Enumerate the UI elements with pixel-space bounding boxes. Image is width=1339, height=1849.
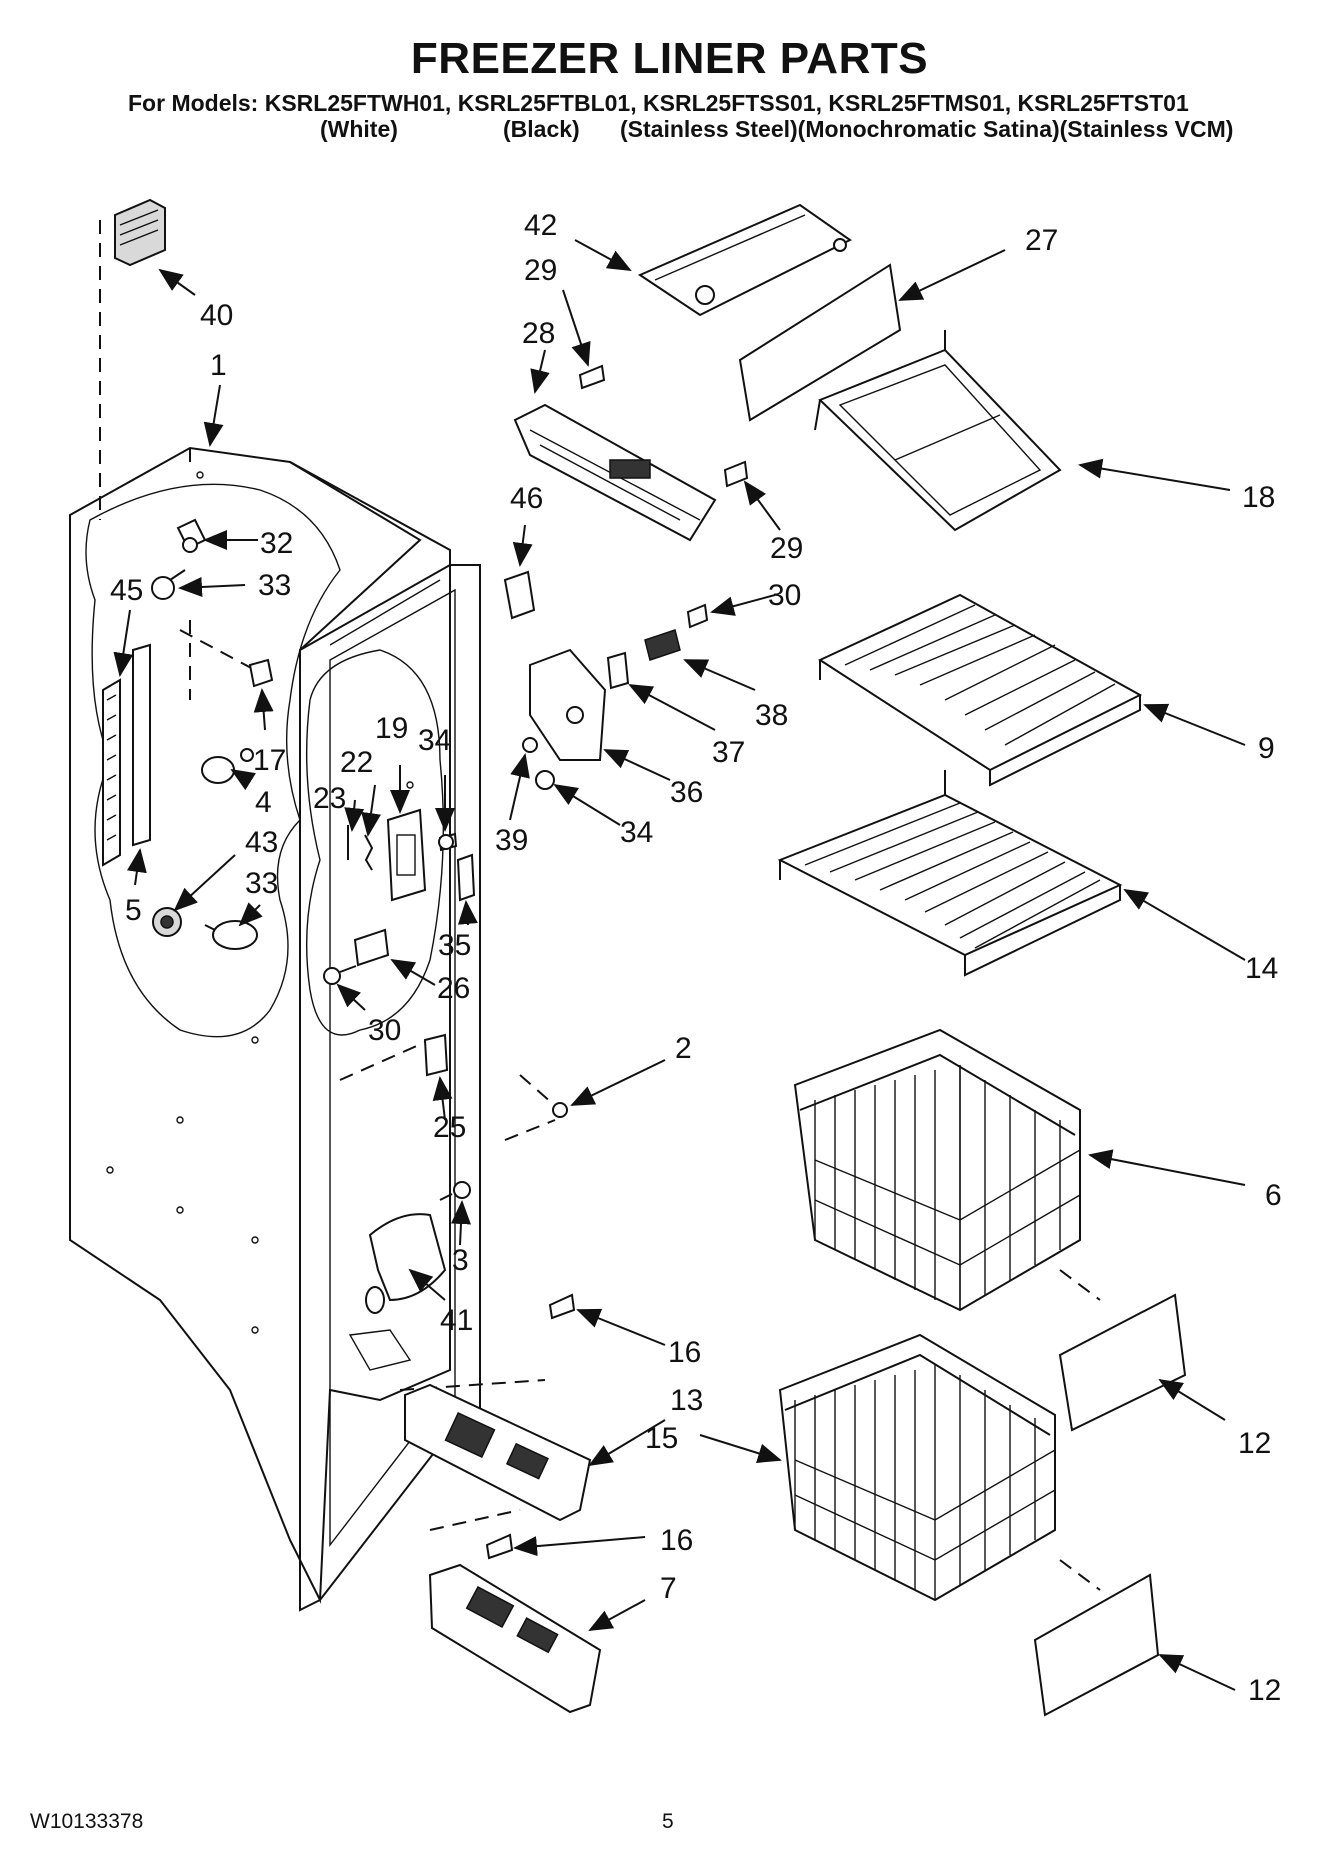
part-5-light-strip bbox=[132, 643, 151, 847]
callout-13: 13 bbox=[670, 1384, 703, 1417]
callout-16-a: 16 bbox=[668, 1336, 701, 1369]
variant-black: (Black) bbox=[503, 116, 580, 142]
part-19-switch-housing bbox=[386, 808, 427, 902]
part-13-drawer-track bbox=[404, 1383, 592, 1522]
callout-32: 32 bbox=[260, 527, 293, 560]
callout-38: 38 bbox=[755, 699, 788, 732]
part-32-bulb-socket bbox=[176, 518, 207, 553]
part-9-wire-shelf bbox=[817, 593, 1143, 787]
part-16-screw-b bbox=[485, 1533, 514, 1560]
callout-46: 46 bbox=[510, 482, 543, 515]
variant-white: (White) bbox=[320, 116, 398, 142]
callout-45: 45 bbox=[110, 574, 143, 607]
page-title: FREEZER LINER PARTS bbox=[410, 34, 929, 83]
part-33-bulb-lower bbox=[204, 920, 258, 950]
callout-29-b: 29 bbox=[770, 532, 803, 565]
part-42-top-cover bbox=[637, 203, 852, 317]
part-37-plate bbox=[606, 651, 630, 690]
callout-25: 25 bbox=[433, 1111, 466, 1144]
part-17-clip bbox=[248, 658, 274, 688]
part-27-panel bbox=[738, 263, 902, 422]
leader-lines bbox=[113, 239, 1246, 1691]
callout-28: 28 bbox=[522, 317, 555, 350]
callout-27: 27 bbox=[1025, 224, 1058, 257]
callout-16-b: 16 bbox=[660, 1524, 693, 1557]
callout-9: 9 bbox=[1258, 732, 1275, 765]
part-15-wire-basket bbox=[778, 1333, 1056, 1602]
part-6-wire-basket bbox=[793, 1028, 1081, 1312]
callout-29-a: 29 bbox=[524, 254, 557, 287]
callout-14: 14 bbox=[1245, 952, 1278, 985]
part-14-wire-shelf bbox=[777, 770, 1123, 977]
part-34-screw-b bbox=[535, 770, 555, 790]
doc-number: W10133378 bbox=[30, 1810, 144, 1833]
part-45-light-shield bbox=[102, 678, 121, 867]
part-34-screw-a bbox=[438, 832, 458, 852]
part-36-housing bbox=[529, 648, 607, 761]
callout-35: 35 bbox=[438, 929, 471, 962]
callout-7: 7 bbox=[660, 1572, 677, 1605]
callout-4: 4 bbox=[255, 786, 272, 819]
part-12-handle-lower bbox=[1033, 1573, 1160, 1717]
part-16-screw-a bbox=[548, 1293, 576, 1320]
part-12-handle-upper bbox=[1058, 1293, 1187, 1432]
part-26-board bbox=[353, 928, 390, 967]
callout-30-a: 30 bbox=[768, 579, 801, 612]
callout-30-b: 30 bbox=[368, 1014, 401, 1047]
callout-5: 5 bbox=[125, 894, 142, 927]
callout-33-a: 33 bbox=[258, 569, 291, 602]
part-28-bracket bbox=[513, 403, 717, 542]
page-number: 5 bbox=[662, 1810, 674, 1833]
callout-2: 2 bbox=[675, 1032, 692, 1065]
part-35-bracket bbox=[456, 853, 476, 902]
part-25-switch bbox=[423, 1033, 449, 1077]
callout-37: 37 bbox=[712, 736, 745, 769]
part-3-screw bbox=[439, 1181, 471, 1201]
part-29-screw-b bbox=[723, 460, 749, 488]
callout-17: 17 bbox=[253, 744, 286, 777]
part-46-cap bbox=[503, 570, 536, 620]
part-30-screw-b bbox=[686, 603, 709, 629]
part-43-socket bbox=[152, 907, 182, 937]
callout-12-a: 12 bbox=[1238, 1427, 1271, 1460]
part-41-duct bbox=[365, 1213, 447, 1314]
callout-40: 40 bbox=[200, 299, 233, 332]
callout-22: 22 bbox=[340, 746, 373, 779]
part-38-board bbox=[644, 629, 681, 661]
callout-23: 23 bbox=[313, 782, 346, 815]
callout-43: 43 bbox=[245, 826, 278, 859]
callout-12-b: 12 bbox=[1248, 1674, 1281, 1707]
callout-36: 36 bbox=[670, 776, 703, 809]
callout-labels: 40 1 32 33 45 17 4 5 43 33 42 29 28 27 1… bbox=[110, 209, 1282, 1707]
callout-41: 41 bbox=[440, 1304, 473, 1337]
callout-6: 6 bbox=[1265, 1179, 1282, 1212]
part-7-drawer-track bbox=[428, 1563, 602, 1714]
callout-3: 3 bbox=[452, 1244, 469, 1277]
part-18-shelf-frame bbox=[814, 330, 1062, 532]
callout-39: 39 bbox=[495, 824, 528, 857]
part-30-screw-a bbox=[323, 965, 357, 985]
part-33-bulb-upper bbox=[151, 569, 186, 600]
callout-18: 18 bbox=[1242, 481, 1275, 514]
callout-15: 15 bbox=[645, 1422, 678, 1455]
callout-19: 19 bbox=[375, 712, 408, 745]
part-29-screw-a bbox=[578, 364, 606, 390]
part-40-clip bbox=[114, 198, 166, 267]
part-39-plug bbox=[522, 737, 538, 753]
models-line: For Models: KSRL25FTWH01, KSRL25FTBL01, … bbox=[128, 90, 1189, 116]
callout-1: 1 bbox=[210, 349, 227, 382]
part-2-fastener bbox=[552, 1102, 568, 1118]
callout-33-b: 33 bbox=[245, 867, 278, 900]
variant-other: (Stainless Steel)(Monochromatic Satina)(… bbox=[620, 116, 1234, 142]
callout-42: 42 bbox=[524, 209, 557, 242]
callout-34-a: 34 bbox=[418, 724, 451, 757]
part-22-spring bbox=[364, 834, 374, 871]
callout-26: 26 bbox=[437, 972, 470, 1005]
callout-34-b: 34 bbox=[620, 816, 653, 849]
